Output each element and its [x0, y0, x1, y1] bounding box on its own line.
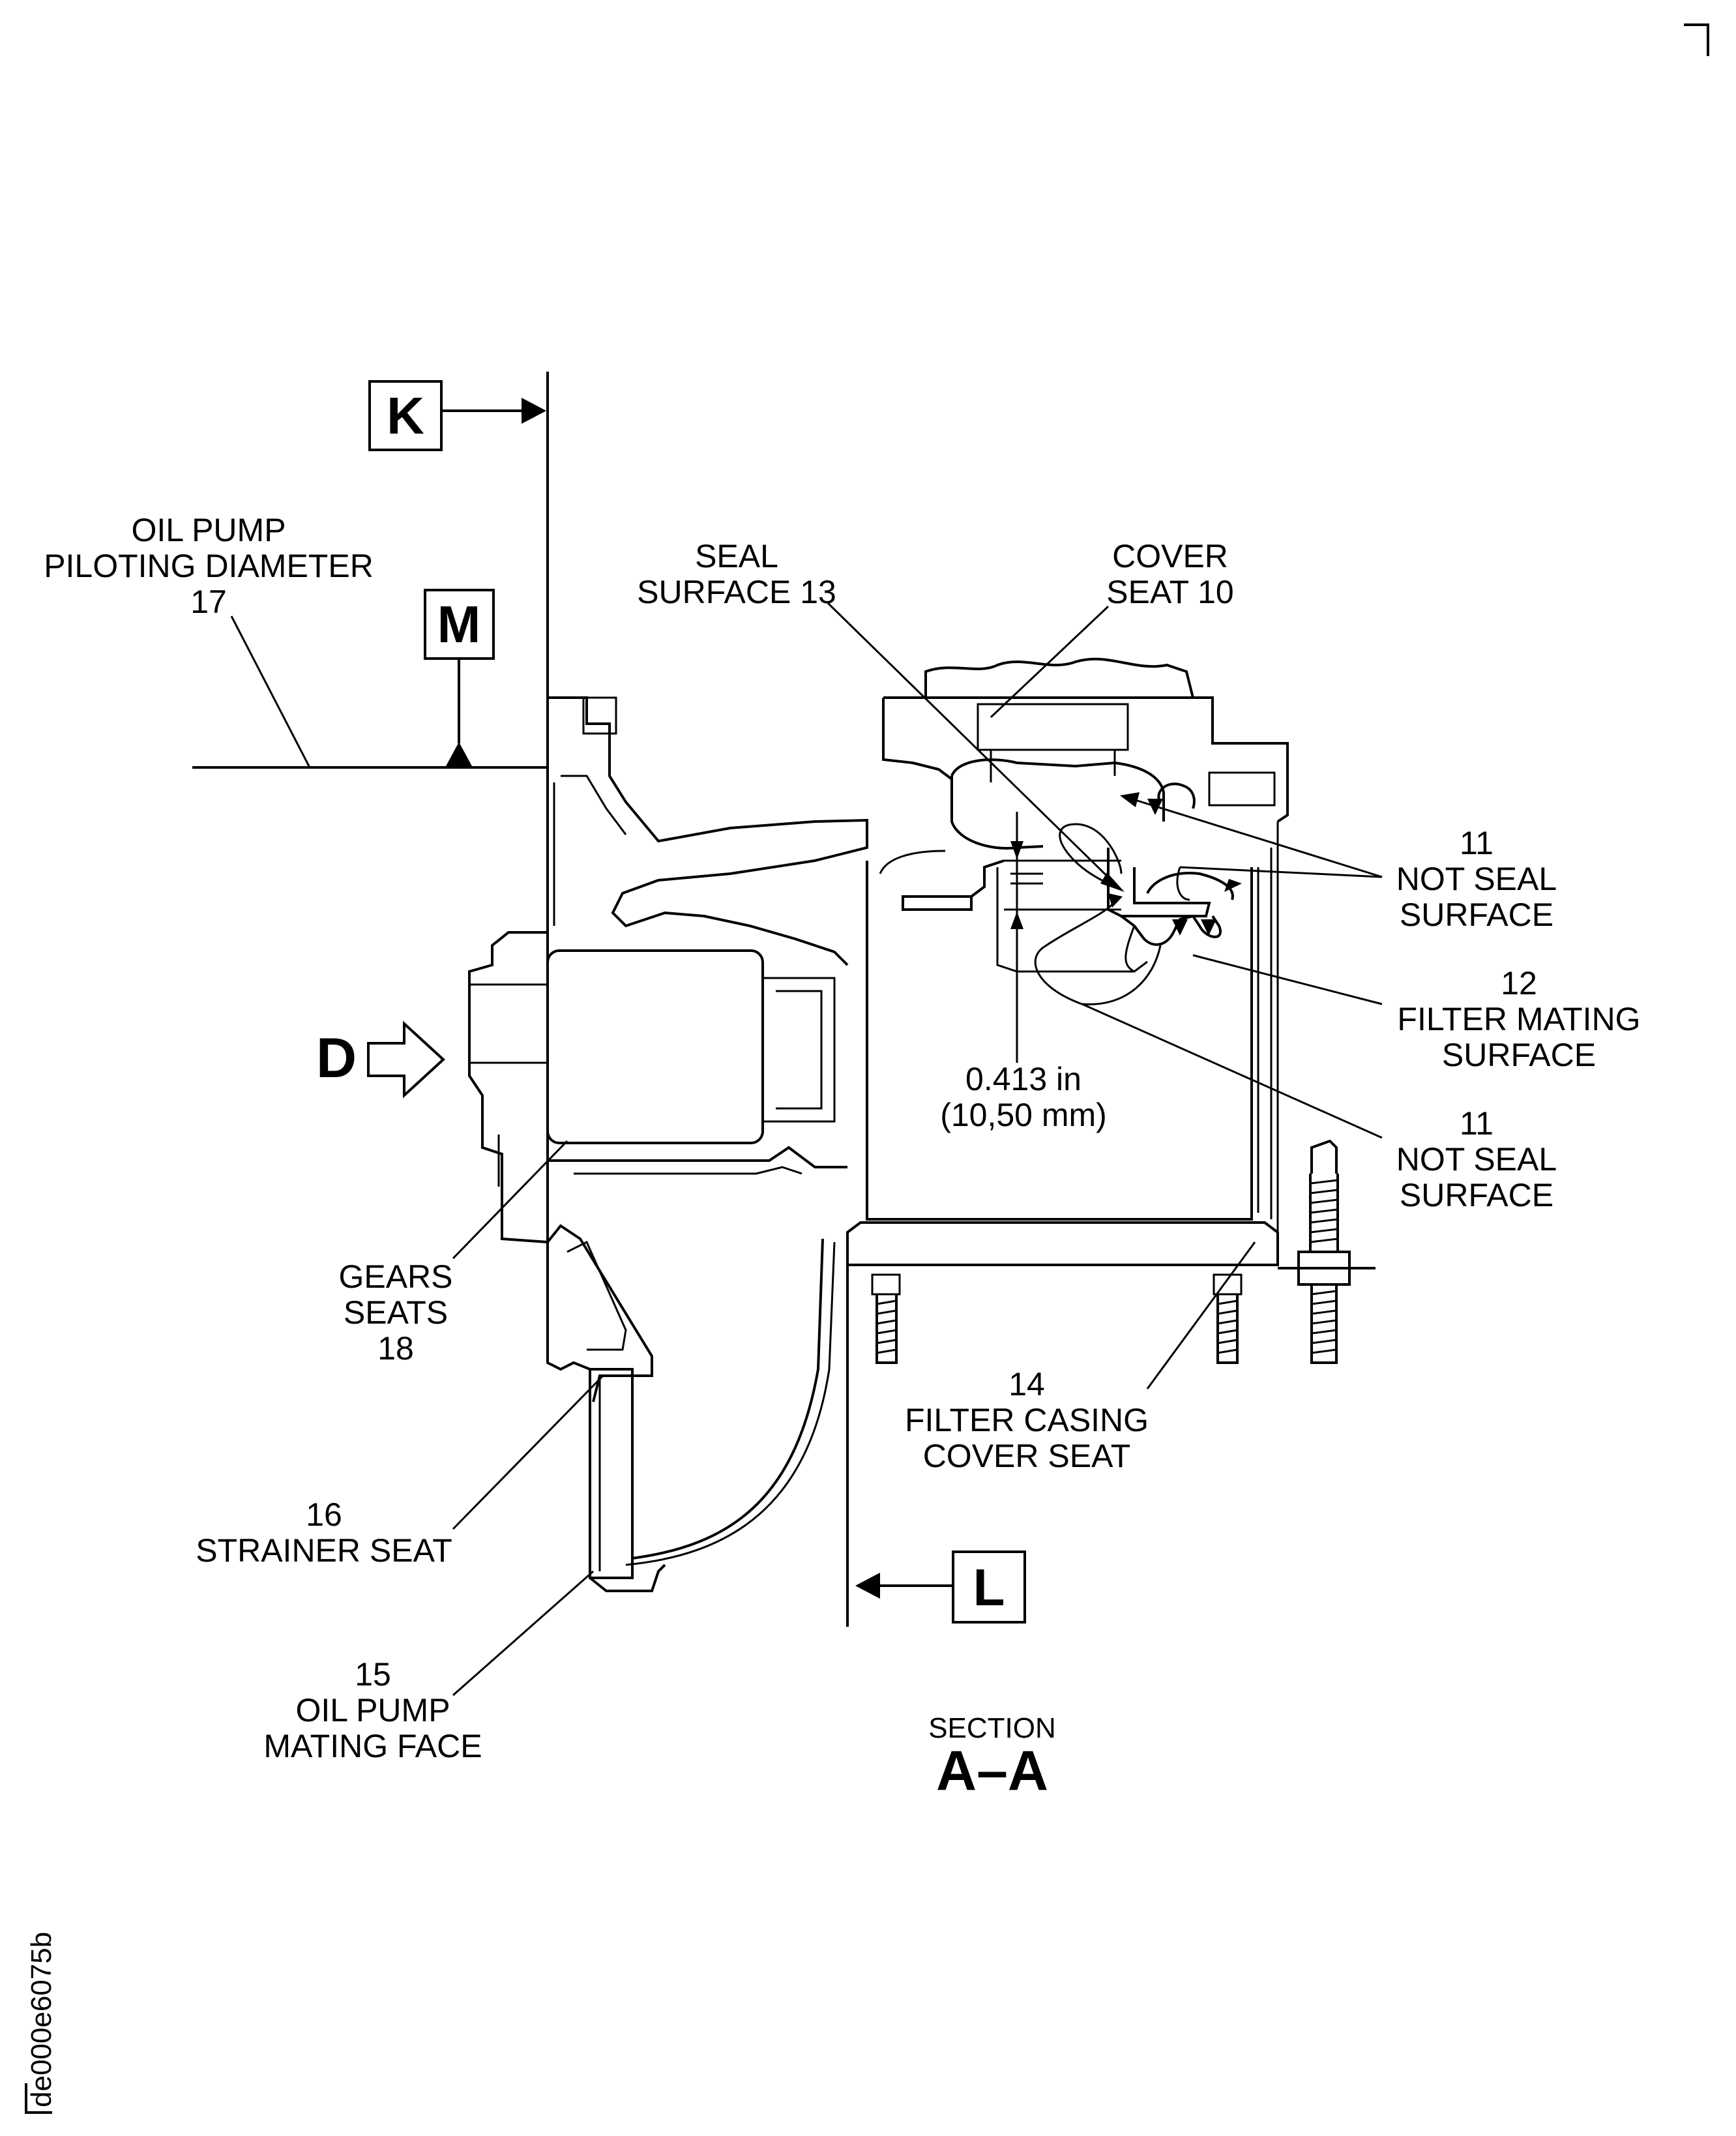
label-line: MATING FACE: [263, 1728, 482, 1764]
datum-m: M: [424, 589, 495, 766]
datum-m-letter: M: [437, 595, 481, 653]
label-line: 0.413 in: [965, 1061, 1081, 1097]
label-line: 18: [377, 1330, 414, 1367]
corner-mark: [1684, 23, 1709, 56]
label-line: 16: [306, 1496, 342, 1533]
stud-middle: [1213, 1273, 1243, 1364]
label-line: 11: [1460, 825, 1493, 861]
label-gears-seats: GEARS SEATS 18: [338, 1258, 452, 1367]
label-line: COVER: [1112, 538, 1228, 574]
figure-id-text: de000e6075b: [25, 1932, 57, 2107]
label-line: GEARS: [338, 1258, 452, 1295]
label-filter-casing: 14 FILTER CASING COVER SEAT: [905, 1366, 1149, 1474]
section-title: SECTION A–A: [928, 1712, 1056, 1802]
label-line: 14: [1008, 1366, 1045, 1402]
filter-housing: [846, 657, 1376, 1364]
label-filter-mating: 12 FILTER MATING SURFACE: [1397, 965, 1640, 1073]
label-line: OIL PUMP: [131, 512, 286, 548]
leader-lines: [230, 602, 1383, 1697]
label-line: 11: [1460, 1105, 1493, 1142]
label-line: STRAINER SEAT: [196, 1532, 452, 1569]
label-line: OIL PUMP: [295, 1692, 450, 1728]
label-oil-pump-piloting: OIL PUMP PILOTING DIAMETER 17: [44, 512, 374, 620]
datum-l-letter: L: [973, 1558, 1005, 1616]
label-line: 17: [190, 584, 227, 620]
label-line: PILOTING DIAMETER: [44, 548, 374, 584]
label-line: SEAT 10: [1106, 574, 1233, 610]
dimension-0413: [1004, 812, 1121, 1063]
label-not-seal-lower: 11 NOT SEAL SURFACE: [1396, 1105, 1557, 1213]
label-line: SURFACE: [1400, 1177, 1553, 1213]
label-oil-pump-mating: 15 OIL PUMP MATING FACE: [263, 1656, 482, 1764]
label-seal-surface: SEAL SURFACE 13: [637, 538, 836, 610]
section-name: A–A: [936, 1740, 1048, 1802]
label-line: (10,50 mm): [940, 1097, 1107, 1133]
label-strainer-seat: 16 STRAINER SEAT: [196, 1496, 452, 1569]
label-line: SURFACE: [1442, 1037, 1596, 1073]
pump-housing: [468, 696, 868, 1592]
label-line: NOT SEAL: [1396, 861, 1557, 897]
label-line: 15: [355, 1656, 391, 1693]
datum-l: L: [855, 1550, 1026, 1624]
label-line: SEAL: [695, 538, 778, 574]
label-line: SEATS: [344, 1294, 448, 1331]
label-not-seal-upper: 11 NOT SEAL SURFACE: [1396, 825, 1557, 933]
view-arrow-letter: D: [316, 1027, 357, 1090]
label-line: SURFACE 13: [637, 574, 836, 610]
label-line: NOT SEAL: [1396, 1141, 1557, 1178]
label-dimension: 0.413 in (10,50 mm): [940, 1061, 1107, 1133]
datum-k-letter: K: [387, 387, 424, 445]
section-word: SECTION: [928, 1712, 1056, 1744]
view-arrow-d: D: [316, 1020, 445, 1099]
stud-left: [871, 1273, 901, 1364]
stud-right: [1297, 1139, 1351, 1364]
datum-k: K: [368, 380, 546, 451]
label-line: COVER SEAT: [923, 1438, 1131, 1474]
label-line: FILTER CASING: [905, 1402, 1149, 1438]
label-line: FILTER MATING: [1397, 1001, 1640, 1037]
label-cover-seat: COVER SEAT 10: [1106, 538, 1233, 610]
label-line: SURFACE: [1400, 897, 1553, 933]
label-line: 12: [1501, 965, 1537, 1001]
figure-id: de000e6075b: [25, 1932, 57, 2114]
